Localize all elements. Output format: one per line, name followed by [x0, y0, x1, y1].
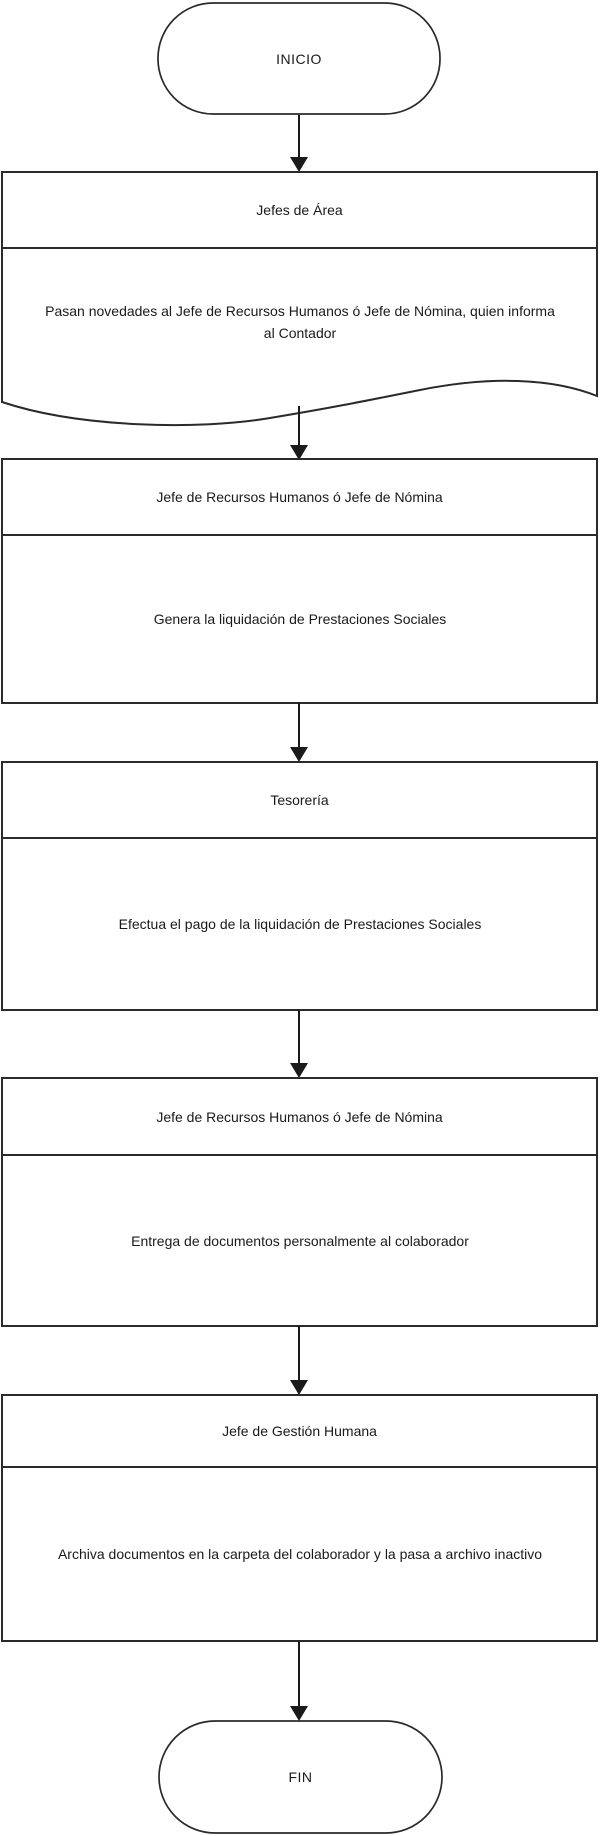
- start-terminator-shape: [157, 2, 441, 115]
- step-4-actor-label: Jefe de Recursos Humanos ó Jefe de Nómin…: [156, 1108, 443, 1125]
- step-2-action-text: Genera la liquidación de Prestaciones So…: [153, 611, 447, 627]
- end-node-label: FIN: [288, 1769, 313, 1785]
- step-1-document-shape: [1, 171, 598, 427]
- step-4-action-text: Entrega de documentos personalmente al c…: [131, 1232, 469, 1249]
- step-2-actor-label: Jefe de Recursos Humanos ó Jefe de Nómin…: [156, 489, 443, 505]
- step-3-process-shape: [1, 761, 598, 1011]
- step-5-action-text: Archiva documentos en la carpeta del col…: [57, 1546, 543, 1562]
- flow-arrow-6: [290, 1641, 308, 1721]
- step-4-process-shape: [1, 1077, 598, 1327]
- flow-arrow-5: [290, 1326, 308, 1395]
- step-2-process-shape: [1, 458, 598, 704]
- step-5-actor-label: Jefe de Gestión Humana: [222, 1423, 377, 1439]
- step-1-action-text: Pasan novedades al Jefe de Recursos Huma…: [45, 303, 555, 341]
- start-node-label: INICIO: [276, 50, 322, 67]
- flow-arrow-1: [290, 115, 308, 172]
- step-5-process-shape: [1, 1394, 598, 1642]
- flow-arrow-2: [290, 406, 308, 460]
- end-terminator-shape: [158, 1720, 443, 1834]
- step-1-actor-label: Jefes de Área: [256, 202, 343, 218]
- step-3-actor-label: Tesorería: [270, 792, 329, 808]
- step-3-action-text: Efectua el pago de la liquidación de Pre…: [118, 916, 482, 932]
- flow-arrow-3: [290, 703, 308, 762]
- flow-arrow-4: [290, 1010, 308, 1078]
